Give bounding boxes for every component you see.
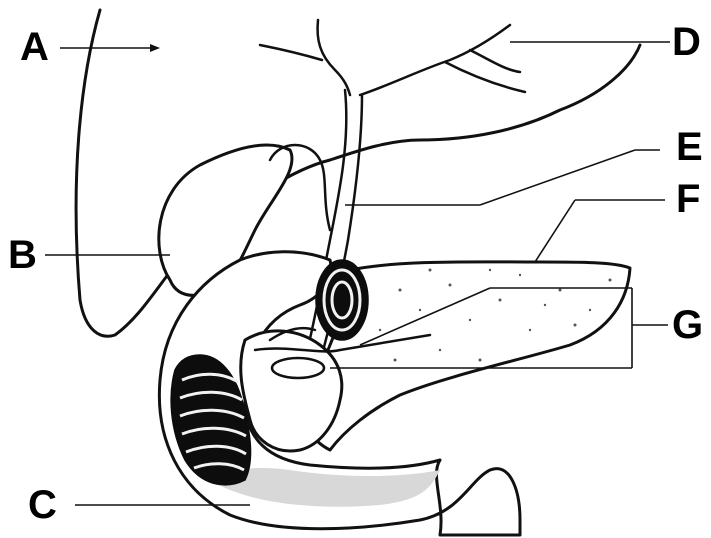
label-e: E [676,125,703,169]
label-b: B [8,233,37,277]
label-f: F [676,177,700,221]
leader-e2 [480,150,635,205]
label-c: C [28,483,57,527]
label-a: A [20,25,49,69]
label-d: D [672,20,701,64]
leader-f1 [535,200,575,262]
label-g: G [672,303,703,347]
